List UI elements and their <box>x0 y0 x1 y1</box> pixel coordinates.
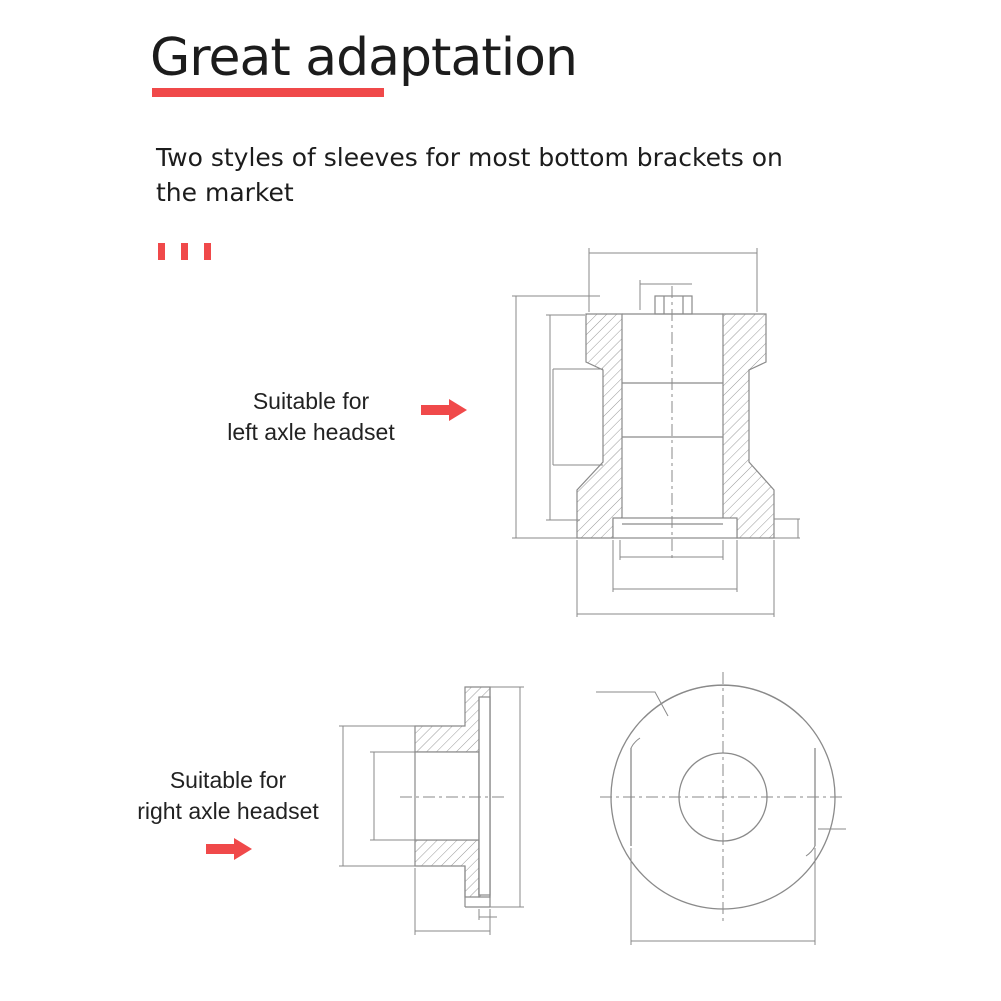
right-axle-sleeve-side-view <box>339 686 524 935</box>
right-axle-sleeve-front-view <box>596 672 846 945</box>
sleeve-right-wall <box>722 313 775 539</box>
page-title: Great adaptation <box>150 28 578 88</box>
title-underline <box>152 88 384 97</box>
page-subtitle: Two styles of sleeves for most bottom br… <box>156 143 783 207</box>
right-arrow-icon <box>206 838 252 860</box>
caption-left-line1: Suitable for <box>252 388 370 414</box>
sleeve-left-wall <box>576 313 623 539</box>
sleeve-top-stub <box>654 295 693 315</box>
caption-right-line2: right axle headset <box>137 798 319 824</box>
right-arrow-icon <box>421 399 467 421</box>
caption-left-line2: left axle headset <box>227 419 395 445</box>
left-axle-sleeve-drawing <box>512 248 800 617</box>
caption-right-line1: Suitable for <box>169 767 287 793</box>
caption-right-axle: Suitable for right axle headset <box>118 765 338 827</box>
side-lower-wall <box>414 839 480 898</box>
caption-left-axle: Suitable for left axle headset <box>196 386 426 448</box>
